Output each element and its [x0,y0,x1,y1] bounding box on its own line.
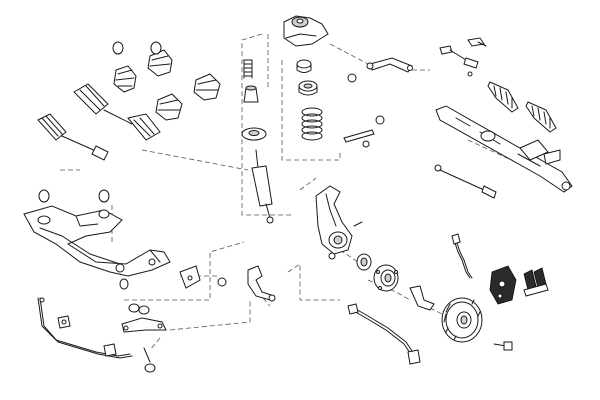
brake-hose [451,233,473,279]
steering-rack-boot-2 [525,101,557,133]
stabilizer-link [121,305,167,373]
dust-cover [243,85,259,103]
wheel-bolt [493,341,513,351]
stabilizer-link-small [347,73,385,125]
brake-pads [523,267,549,297]
steering-knuckle [315,185,363,260]
outer-tie-rod-end [439,45,479,69]
abs-sensor [347,303,421,365]
steering-rack [435,105,573,193]
stabilizer-bar [37,297,133,359]
spring-seat [296,59,318,96]
assembly-guide-lines [60,33,521,351]
lower-control-arm [247,265,276,302]
brake-caliper [489,265,517,305]
subframe [23,189,171,277]
stabilizer-bushing [57,315,117,357]
steering-rack-boot [487,81,519,113]
brake-dust-shield [409,285,435,311]
drive-shaft-left [37,113,109,161]
coil-spring [301,107,323,141]
shock-absorber [251,149,274,224]
tie-rod [434,164,497,199]
brake-disc [441,297,483,343]
drive-shaft-right [73,83,161,141]
tie-rod-upper [343,129,375,148]
spring-isolator [241,127,267,141]
inner-tie-rod-end [467,37,487,77]
cv-boot-set [112,41,221,121]
wheel-bearing [356,253,372,271]
control-arm-bracket [179,265,227,289]
strut-top-mount [283,15,329,47]
bump-stop [243,59,253,79]
wheel-hub [373,264,399,292]
subframe-bushing [119,278,140,313]
upper-control-arm [366,57,413,73]
